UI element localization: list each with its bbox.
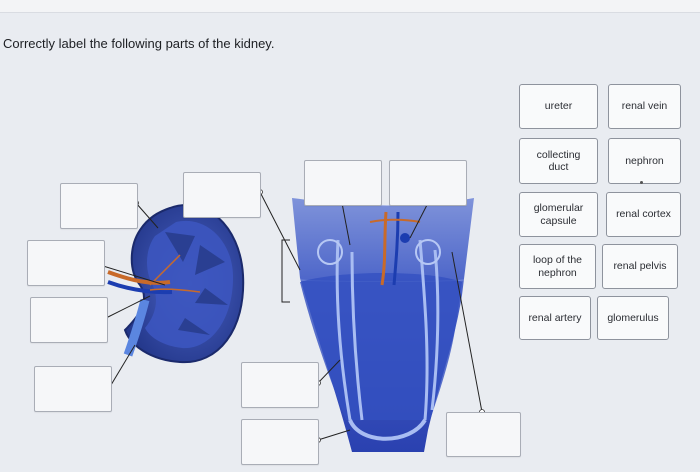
drop-target-6[interactable]: [304, 160, 382, 206]
chip-line1: ureter: [544, 100, 573, 113]
top-bar: [0, 0, 700, 13]
label-ureter-chip[interactable]: ureter: [519, 84, 598, 129]
label-collecting-duct-chip[interactable]: collecting duct: [519, 138, 598, 184]
drop-target-4[interactable]: [34, 366, 112, 412]
chip-line2: capsule: [540, 214, 577, 227]
label-renal-artery-chip[interactable]: renal artery: [519, 296, 591, 340]
chip-line1: glomerular: [533, 202, 584, 215]
chip-line1: renal artery: [528, 311, 582, 324]
drop-target-5[interactable]: [183, 172, 261, 218]
cursor-dot: [640, 181, 643, 184]
label-glomerular-capsule-chip[interactable]: glomerular capsule: [519, 192, 598, 237]
nephron-wedge: [292, 198, 474, 452]
question-text: Correctly label the following parts of t…: [3, 36, 275, 51]
label-loop-of-nephron-chip[interactable]: loop of the nephron: [519, 244, 596, 289]
label-glomerulus-chip[interactable]: glomerulus: [597, 296, 669, 340]
drop-target-1[interactable]: [60, 183, 138, 229]
chip-line1: renal vein: [621, 100, 668, 113]
label-nephron-chip[interactable]: nephron: [608, 138, 681, 184]
drop-target-10[interactable]: [446, 412, 521, 457]
drop-target-8[interactable]: [241, 362, 319, 408]
drop-target-3[interactable]: [30, 297, 108, 343]
chip-line2: nephron: [538, 266, 577, 279]
chip-line1: renal cortex: [616, 208, 671, 221]
drop-target-9[interactable]: [241, 419, 319, 465]
label-renal-pelvis-chip[interactable]: renal pelvis: [602, 244, 678, 289]
drop-target-2[interactable]: [27, 240, 105, 286]
kidney-cross-section: [107, 203, 245, 364]
drop-target-7[interactable]: [389, 160, 467, 206]
label-renal-vein-chip[interactable]: renal vein: [608, 84, 681, 129]
chip-line1: collecting: [536, 148, 581, 161]
label-renal-cortex-chip[interactable]: renal cortex: [606, 192, 681, 237]
chip-line1: nephron: [625, 154, 664, 167]
chip-line1: loop of the: [532, 254, 583, 267]
chip-line1: renal pelvis: [613, 260, 667, 273]
chip-line1: glomerulus: [607, 311, 659, 324]
chip-line2: duct: [548, 161, 569, 173]
